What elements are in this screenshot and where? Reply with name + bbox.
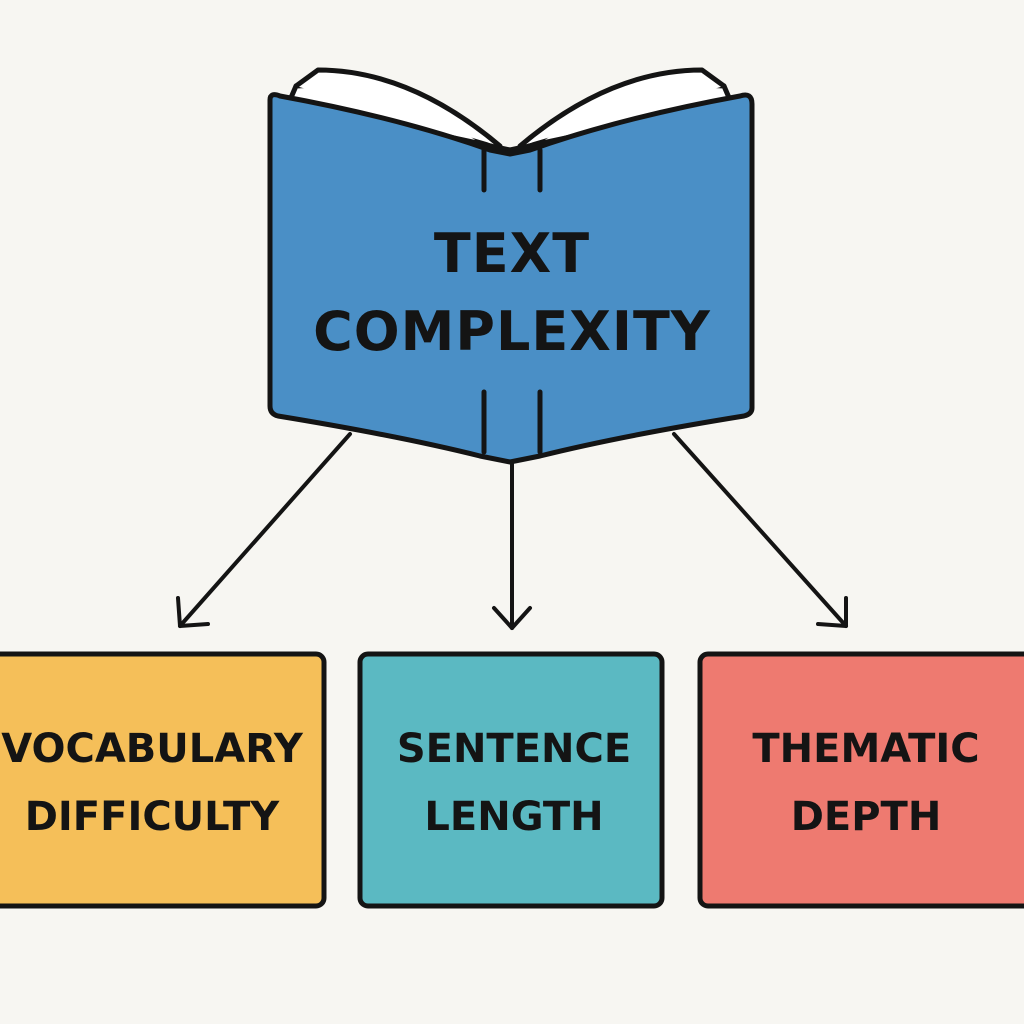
factor-box-sentence: SENTENCE LENGTH — [357, 651, 665, 909]
arrowhead-thematic — [816, 596, 848, 628]
connector-arrows — [176, 432, 848, 630]
factor-box-vocabulary: VOCABULARY DIFFICULTY — [0, 651, 327, 909]
factor-box-thematic-bg — [697, 651, 1024, 909]
central-title-line-1: TEXT — [434, 222, 590, 285]
arrowhead-sentence — [492, 606, 532, 630]
book-cover — [267, 92, 755, 465]
factor-vocabulary-line-1: VOCABULARY — [1, 726, 304, 772]
factor-sentence-line-1: SENTENCE — [397, 726, 631, 772]
factor-vocabulary-line-2: DIFFICULTY — [25, 794, 281, 840]
arrow-to-thematic — [672, 432, 848, 628]
factor-sentence-line-2: LENGTH — [424, 794, 603, 840]
factor-box-thematic: THEMATIC DEPTH — [697, 651, 1024, 909]
central-book: TEXT COMPLEXITY — [267, 67, 755, 465]
factor-box-vocabulary-bg — [0, 651, 327, 909]
arrowhead-vocabulary — [176, 596, 210, 628]
book-pages-right-top — [517, 67, 727, 149]
book-pages-left-top — [293, 67, 503, 149]
factor-thematic-line-1: THEMATIC — [752, 726, 979, 772]
factor-thematic-line-2: DEPTH — [791, 794, 942, 840]
central-title-line-2: COMPLEXITY — [313, 300, 711, 363]
factor-box-sentence-bg — [357, 651, 665, 909]
arrow-to-vocabulary — [178, 432, 352, 628]
